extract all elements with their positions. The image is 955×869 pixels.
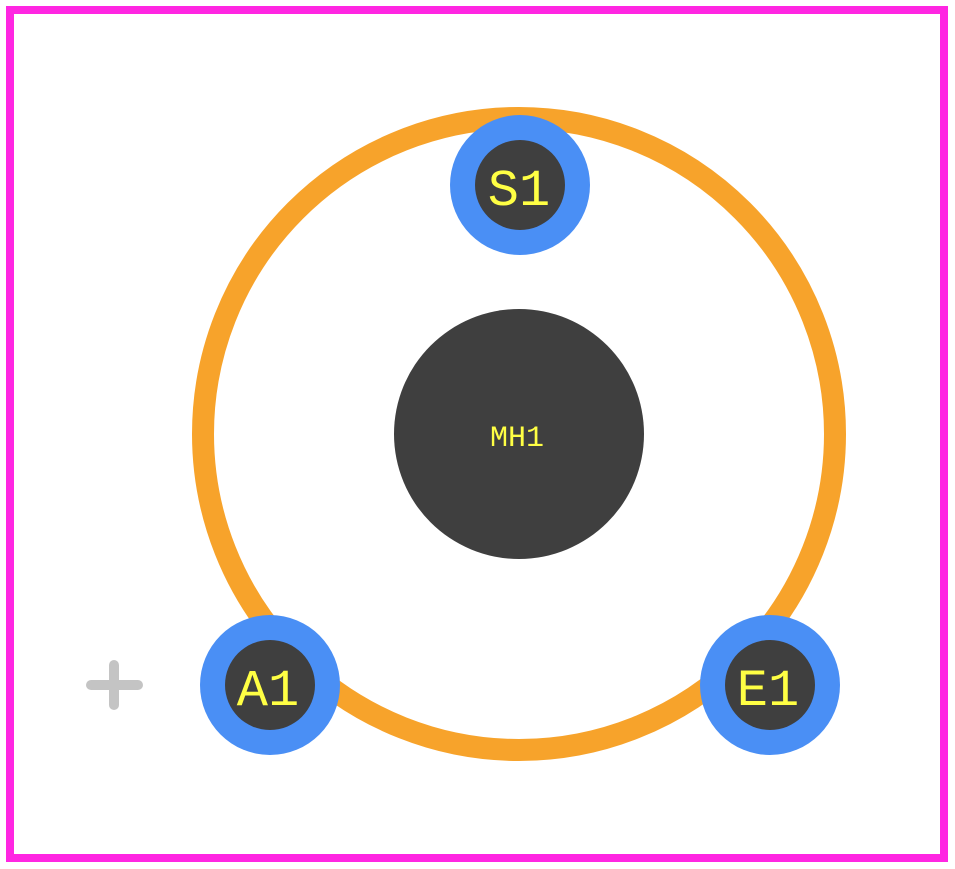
pad-drill-hole <box>225 640 315 730</box>
pad-a1[interactable]: A1 <box>200 615 340 755</box>
mounting-hole-label: MH1 <box>490 422 544 456</box>
pad-label: E1 <box>737 662 799 721</box>
pad-e1[interactable]: E1 <box>700 615 840 755</box>
courtyard-outline <box>6 6 948 862</box>
origin-cross-icon <box>86 660 143 710</box>
pad-label: S1 <box>488 162 550 221</box>
mounting-hole-mh1[interactable]: MH1 <box>394 309 644 559</box>
pad-drill-hole <box>725 640 815 730</box>
pad-drill-hole <box>475 140 565 230</box>
pad-label: A1 <box>237 662 299 721</box>
mounting-hole-drill <box>394 309 644 559</box>
pad-s1[interactable]: S1 <box>450 115 590 255</box>
